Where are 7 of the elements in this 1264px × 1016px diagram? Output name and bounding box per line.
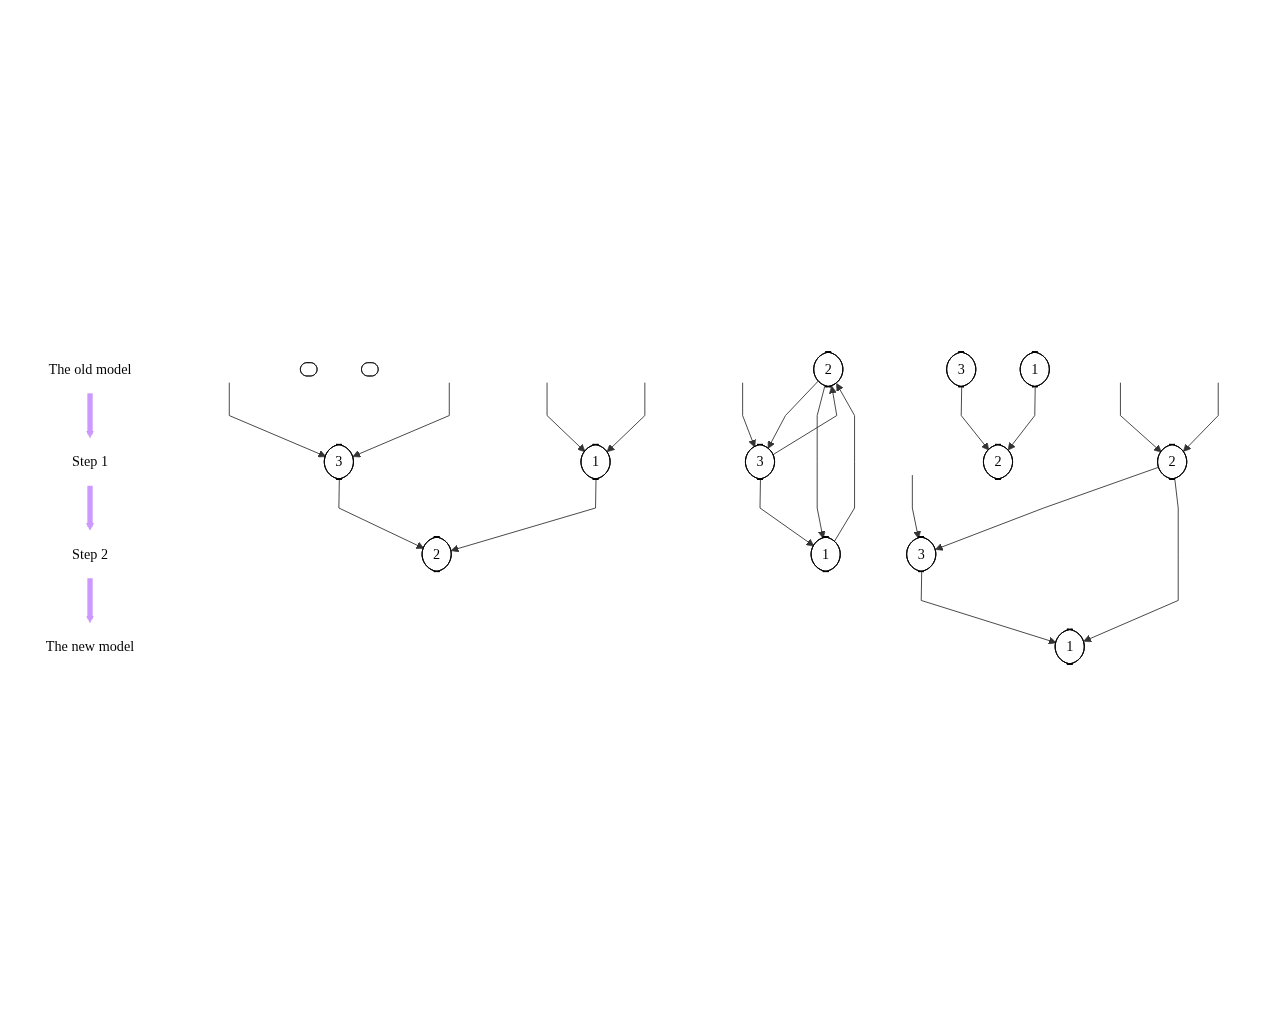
arrow xyxy=(86,485,94,531)
node-text: Step 2 xyxy=(72,546,108,562)
arrow xyxy=(86,393,94,439)
node-text: Step 1 xyxy=(72,453,108,469)
node-text: The old model xyxy=(48,361,132,377)
arrow xyxy=(86,578,94,624)
node-text: The new model xyxy=(45,638,135,654)
